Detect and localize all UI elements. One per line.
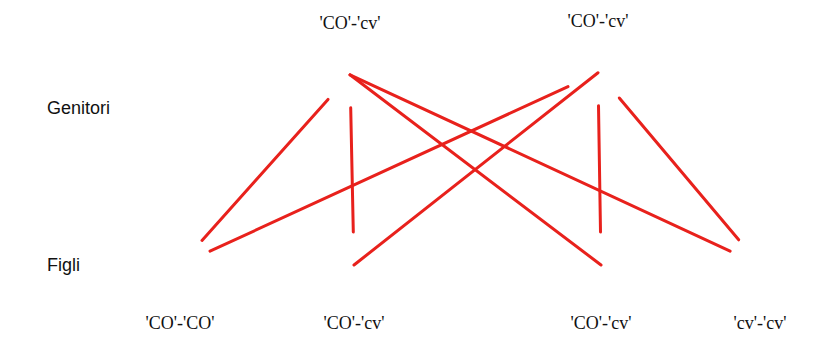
genotype-label: 'CO'-'cv' [320,14,381,34]
row-label: Figli [47,255,80,276]
genotype-node: 'CO'-'cv' [315,14,385,110]
genotype-node: 'CO'-'cv' [319,230,389,334]
inheritance-line [351,108,354,232]
cell-circle [319,230,389,300]
genotype-node: 'CO'-'cv' [566,230,636,334]
row-label: Genitori [47,98,110,119]
outer-circle [568,232,634,298]
outer-circle [727,232,793,298]
genotype-node: 'CO'-'CO' [145,230,215,334]
outer-circle [317,42,383,108]
inner-circle [337,62,363,88]
cell-circle [563,38,633,108]
genotype-label: 'CO'-'cv' [571,314,632,334]
cell-circle [145,230,215,300]
outer-circle [321,232,387,298]
cell-circle [315,40,385,110]
inheritance-line [210,87,568,252]
genotype-label: 'CO'-'cv' [324,314,385,334]
inner-circle [588,252,614,278]
inheritance-line [599,106,601,232]
genotype-node: 'cv'-'cv' [725,230,795,334]
cell-circle [566,230,636,300]
inner-circle [341,252,367,278]
inheritance-line [202,99,328,240]
inheritance-line [619,98,738,240]
genotype-node: 'CO'-'cv' [563,12,633,108]
outer-circle [565,40,631,106]
inheritance-line [350,75,601,265]
outer-circle [147,232,213,298]
genotype-label: 'CO'-'CO' [146,314,215,334]
inner-circle [585,60,611,86]
cell-circle [725,230,795,300]
genotype-label: 'cv'-'cv' [734,314,787,334]
genotype-label: 'CO'-'cv' [568,12,629,32]
